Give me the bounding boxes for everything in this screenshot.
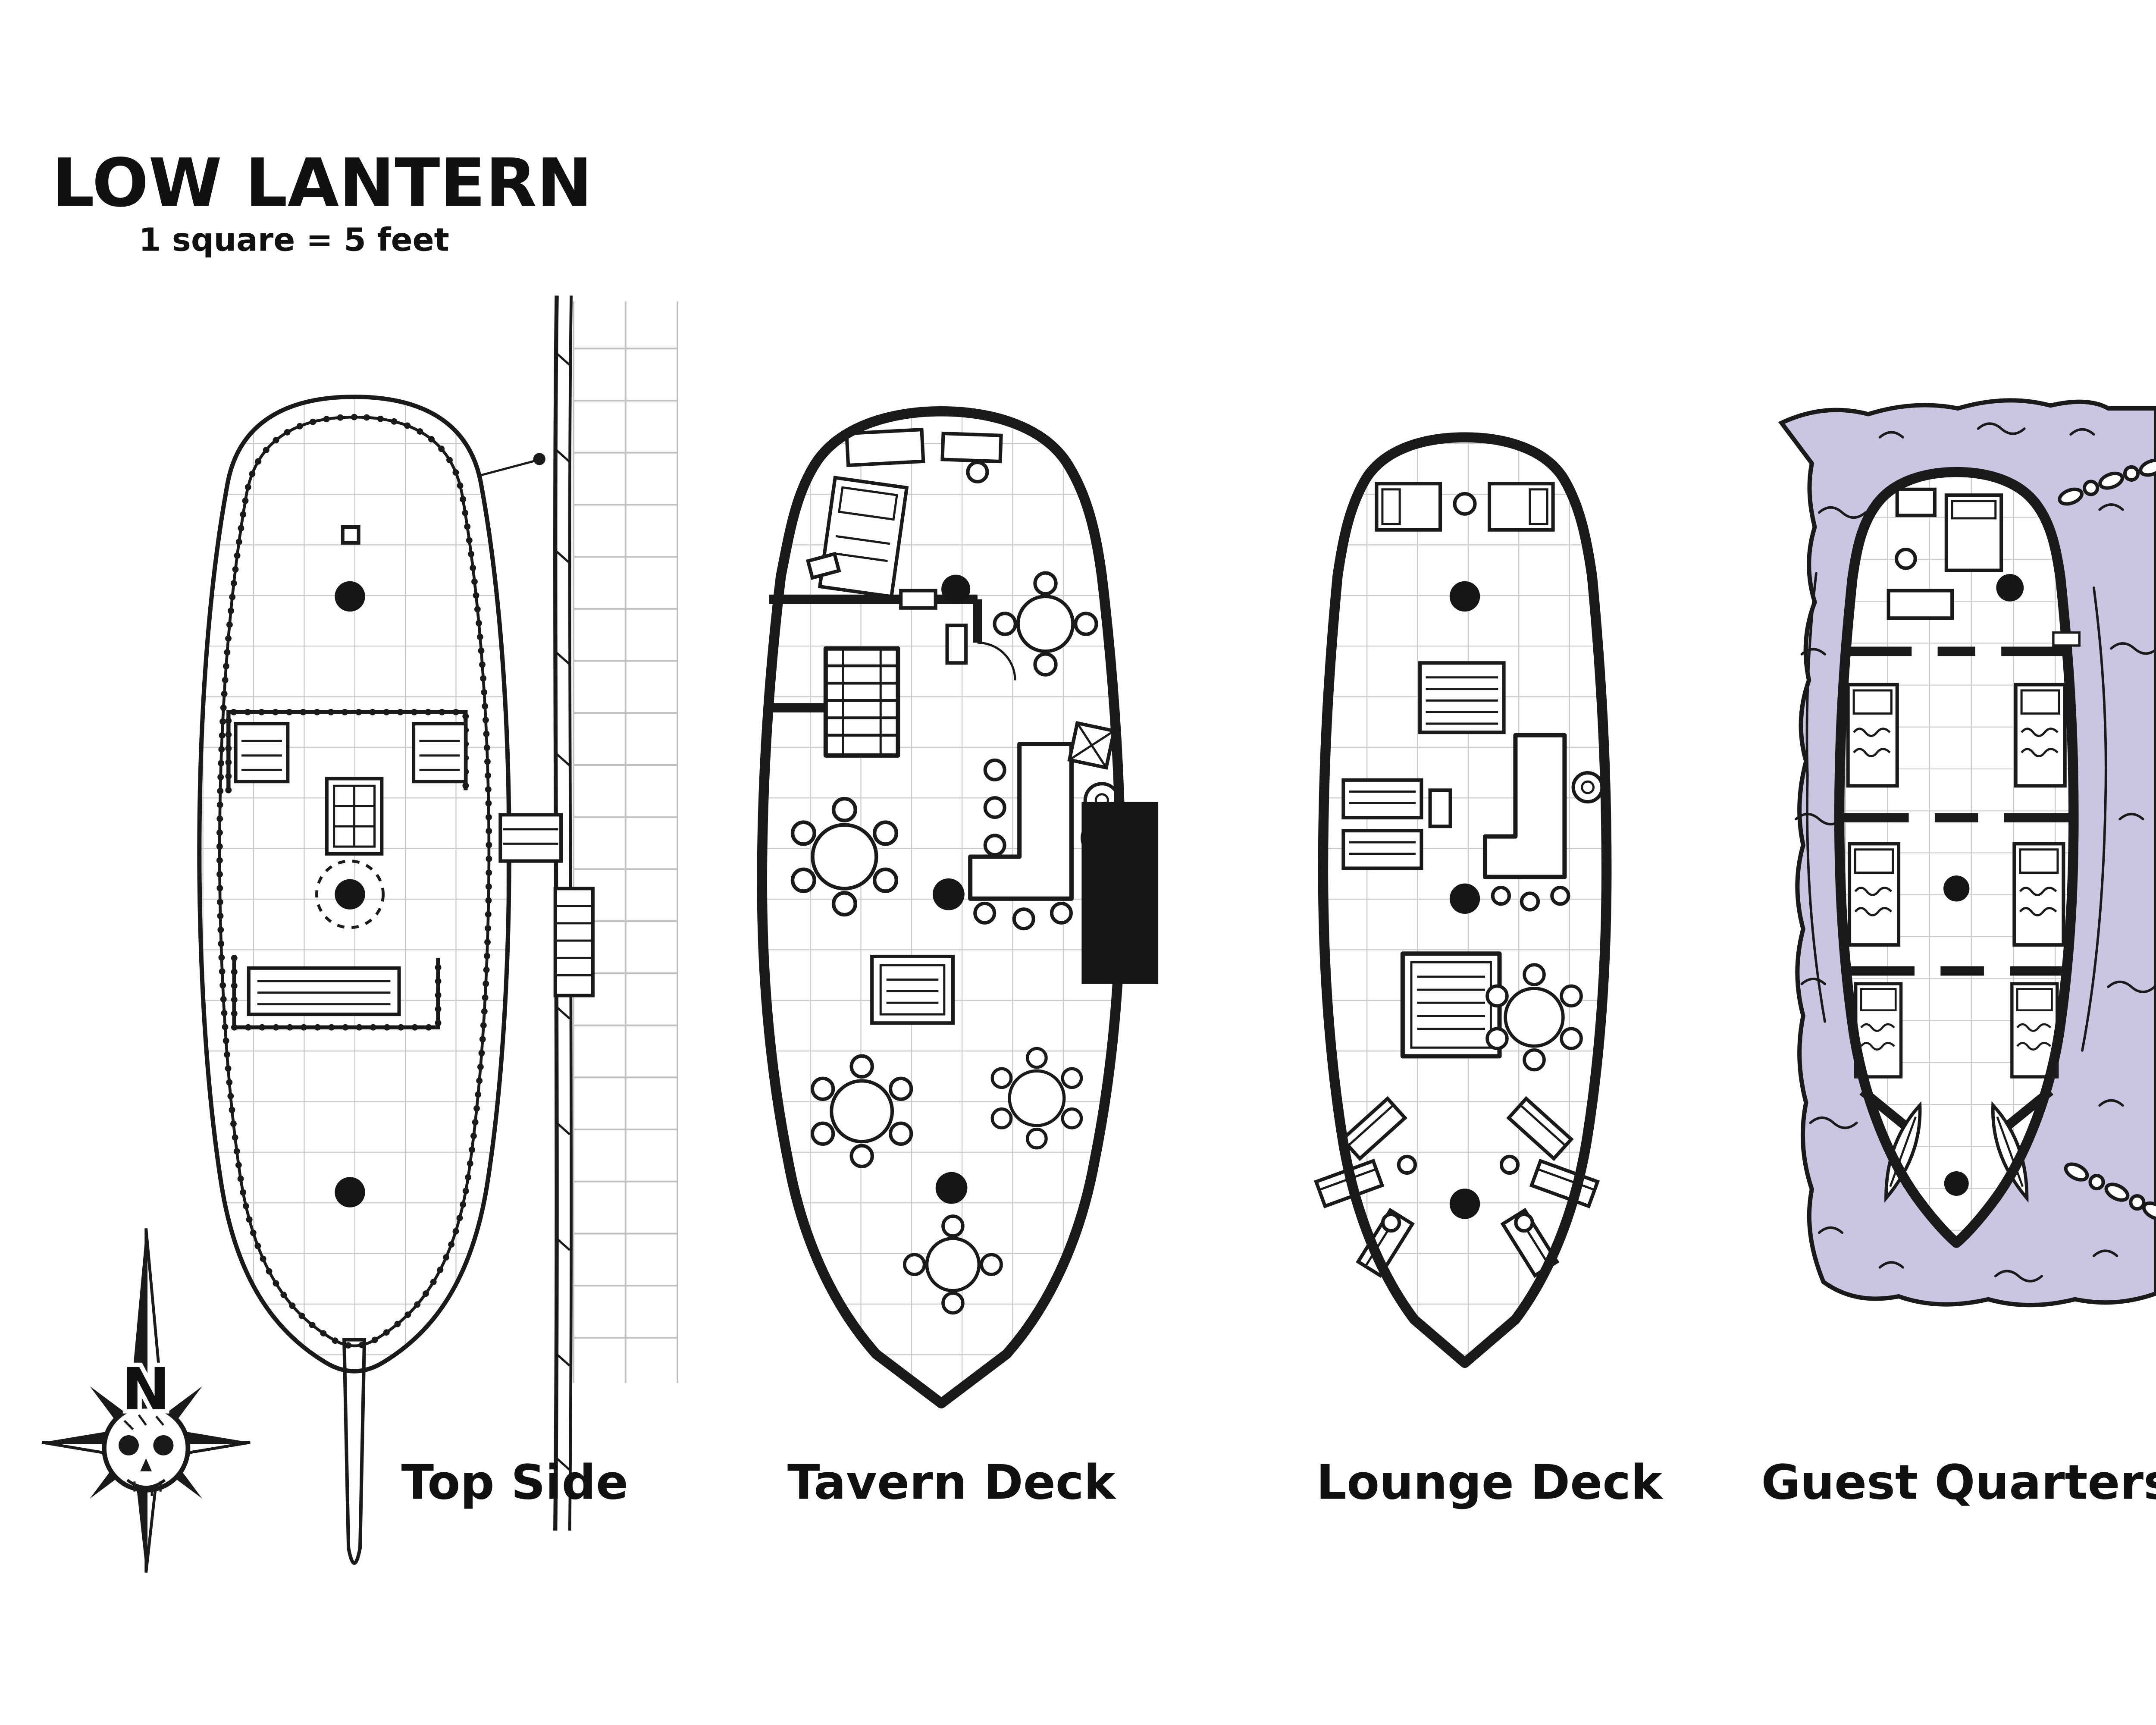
compass-north-label: N [122, 1355, 170, 1423]
bench [234, 722, 290, 784]
cabin-table [940, 431, 1003, 464]
bunk-bed [1488, 482, 1555, 532]
stool [1514, 1212, 1534, 1233]
deck-label-guest-quarters: Guest Quarters [1761, 1455, 2156, 1511]
deck-label-lounge-deck: Lounge Deck [1316, 1455, 1664, 1511]
mooring-cleat [533, 453, 545, 465]
wave-contour [1805, 572, 1826, 1023]
bed [2014, 844, 2063, 945]
deck-hatch-small [341, 525, 360, 545]
dresser [1895, 487, 1937, 518]
main-mast [932, 878, 965, 910]
main-mast [335, 879, 365, 910]
stool [805, 552, 841, 580]
aft-railing [231, 954, 442, 1031]
mast [1996, 574, 2024, 602]
mast [1944, 1171, 1969, 1196]
stool [1397, 1154, 1417, 1175]
deck-label-top-side: Top Side [401, 1455, 628, 1511]
stool [1491, 885, 1511, 906]
pier-edge-inner [568, 295, 573, 1531]
sofa [1418, 661, 1506, 734]
stairs [823, 646, 900, 758]
door [899, 589, 937, 610]
captain-bed [818, 476, 909, 599]
stool [966, 461, 989, 484]
bunk-bed [1375, 482, 1442, 532]
stool [973, 901, 997, 925]
lounge-sofa [1341, 829, 1423, 870]
dock-ladder [553, 887, 595, 997]
compass-rose: N [41, 1228, 251, 1573]
ship-lounge-deck [1316, 434, 1612, 1389]
bed [1848, 685, 1897, 786]
stool [1550, 885, 1570, 906]
bench [247, 966, 401, 1016]
bench [412, 722, 467, 784]
stool [1381, 1212, 1401, 1233]
gangplank [498, 813, 563, 863]
lounge-sofa [1341, 778, 1423, 820]
bar-counter [1482, 733, 1567, 879]
pier-edge-outer [553, 295, 559, 1531]
mast-step [945, 624, 968, 665]
cargo-hatch-grating [325, 777, 384, 856]
stool [983, 834, 1006, 857]
stool [983, 796, 1006, 819]
hull-hatch [2052, 631, 2081, 647]
door-arc [977, 641, 1016, 681]
wave-ripples [1795, 422, 2156, 1283]
bed [1944, 493, 2003, 572]
mast [941, 574, 971, 604]
dock [553, 295, 678, 1531]
table [1887, 589, 1954, 620]
stool [1050, 901, 1073, 925]
ship-tavern-deck [759, 408, 1159, 1412]
boarding-ramp [1081, 802, 1159, 984]
square-table [870, 954, 955, 1025]
dock-pavement [572, 301, 678, 1383]
cabin-desk [845, 427, 925, 467]
pier-plank-ticks [556, 352, 570, 1471]
mast [1449, 1189, 1480, 1219]
stool [1499, 1154, 1520, 1175]
mast [335, 581, 365, 612]
stool [983, 758, 1006, 781]
anchor-chain [2064, 1162, 2156, 1221]
page-title: LOW LANTERN [52, 145, 592, 222]
stool [1453, 492, 1477, 516]
scale-note: 1 square = 5 feet [139, 222, 449, 258]
ship-top-side [197, 392, 563, 1565]
mast-ring [315, 859, 385, 929]
mast [1449, 581, 1480, 612]
main-mast [1943, 875, 1970, 902]
anchor-chain [2058, 458, 2156, 506]
mast [335, 1177, 365, 1208]
wave-contour [2081, 586, 2107, 1052]
bowsprit [342, 1338, 367, 1565]
skull-icon [102, 1404, 191, 1496]
main-mast [1449, 883, 1480, 914]
crate [1067, 721, 1116, 770]
bed [1849, 844, 1899, 945]
side-table [1428, 788, 1452, 828]
stool [1571, 771, 1604, 804]
stool [1520, 891, 1540, 912]
forward-railing [225, 709, 469, 794]
stool [1012, 907, 1035, 931]
deck-label-tavern-deck: Tavern Deck [787, 1455, 1116, 1511]
long-bench [1400, 951, 1502, 1059]
stool [1895, 547, 1917, 570]
ship-guest-quarters [1836, 466, 2081, 1250]
bed [2016, 685, 2065, 786]
mast [935, 1172, 968, 1204]
